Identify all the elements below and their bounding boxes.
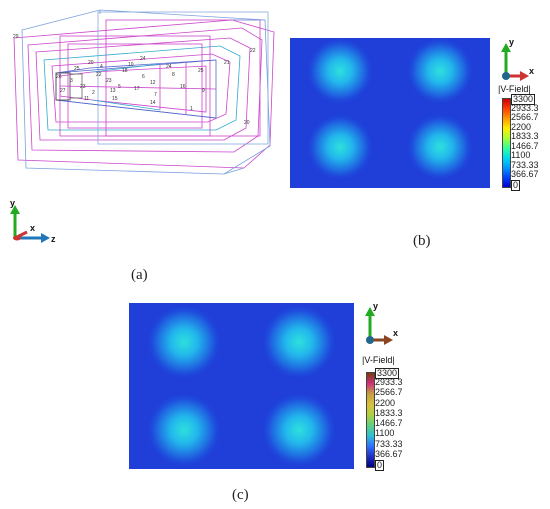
geometry-number-label: 2 bbox=[92, 90, 95, 96]
axes-triad-b: y x bbox=[501, 37, 534, 81]
geometry-number-label: 8 bbox=[172, 72, 175, 78]
geometry-number-label: 23 bbox=[106, 78, 112, 84]
geometry-number-label: 6 bbox=[142, 74, 145, 80]
colorbar-tick-label: 3300 bbox=[511, 94, 536, 105]
geometry-number-label: 22 bbox=[96, 72, 102, 78]
axis-y-label-b: y bbox=[509, 37, 514, 47]
field-hotspot bbox=[306, 113, 374, 181]
colorbar-tick-label: 2933.3 bbox=[511, 102, 539, 113]
field-plot-b bbox=[290, 38, 490, 188]
geometry-number-label: 21 bbox=[224, 60, 230, 66]
geometry-number-label: 18 bbox=[122, 68, 128, 74]
geometry-number-label: 9 bbox=[202, 88, 205, 94]
field-hotspot bbox=[406, 38, 474, 105]
geometry-number-label: 15 bbox=[112, 96, 118, 102]
colorbar-tick-label: 2933.3 bbox=[375, 377, 403, 388]
axis-x-label-c: x bbox=[393, 328, 398, 338]
axes-triad-a: y x z bbox=[10, 198, 56, 244]
axis-x-label-b: x bbox=[529, 66, 534, 76]
field-hotspot bbox=[261, 392, 337, 468]
field-hotspot bbox=[406, 113, 474, 181]
colorbar-tick-label: 1833.3 bbox=[511, 131, 539, 142]
geometry-number-label: 12 bbox=[150, 80, 156, 86]
field-hotspot bbox=[146, 304, 222, 380]
colorbar-tick-label: 1466.7 bbox=[511, 140, 539, 151]
axes-triad-c: y x bbox=[365, 301, 398, 345]
colorbar-tick-label: 2200 bbox=[511, 121, 532, 132]
colorbar-tick-label: 733.33 bbox=[511, 159, 539, 170]
geometry-number-label: 25 bbox=[74, 66, 80, 72]
geometry-number-label: 20 bbox=[88, 60, 94, 66]
colorbar-tick-label: 1100 bbox=[375, 428, 395, 439]
caption-c: (c) bbox=[232, 487, 249, 503]
colorbar-tick-label: 2566.7 bbox=[375, 387, 403, 398]
geometry-number-label: 29 bbox=[13, 34, 19, 40]
field-plot-c bbox=[129, 303, 354, 469]
colorbar-tick-label: 1833.3 bbox=[375, 407, 403, 418]
colorbar-tick-label: 366.67 bbox=[511, 169, 539, 180]
axis-x-label-a: x bbox=[30, 223, 35, 233]
geometry-number-label: 22 bbox=[250, 48, 256, 54]
axis-y-label-c: y bbox=[373, 301, 378, 311]
colorbar-tick-label: 1466.7 bbox=[375, 418, 403, 429]
geometry-number-label: 10 bbox=[128, 62, 134, 68]
colorbar-tick-label: 366.67 bbox=[375, 448, 403, 459]
field-hotspot bbox=[261, 304, 337, 380]
geometry-number-label: 16 bbox=[180, 84, 186, 90]
colorbar-title-c: |V-Field| bbox=[362, 355, 395, 365]
axis-z-label-a: z bbox=[51, 234, 56, 244]
geometry-number-label: 27 bbox=[60, 88, 66, 94]
geometry-number-label: 3 bbox=[70, 78, 73, 84]
colorbar-gradient-b bbox=[502, 98, 511, 188]
geometry-number-label: 26 bbox=[56, 74, 62, 80]
geometry-number-label: 7 bbox=[154, 92, 157, 98]
colorbar-gradient-c bbox=[366, 372, 375, 468]
colorbar-tick-label: 2566.7 bbox=[511, 112, 539, 123]
colorbar-tick-label: 0 bbox=[375, 460, 385, 471]
colorbar-tick-label: 2200 bbox=[375, 397, 396, 408]
geometry-number-label: 11 bbox=[84, 96, 89, 102]
geometry-number-label: 25 bbox=[198, 68, 204, 74]
geometry-number-label: 14 bbox=[150, 100, 156, 106]
caption-a: (a) bbox=[131, 267, 148, 283]
geometry-number-label: 17 bbox=[134, 86, 140, 92]
geometry-number-label: 4 bbox=[100, 64, 103, 70]
geometry-number-label: 24 bbox=[166, 64, 172, 70]
geometry-number-label: 23 bbox=[80, 84, 86, 90]
axis-y-label-a: y bbox=[10, 198, 15, 208]
geometry-number-label: 13 bbox=[110, 88, 116, 94]
caption-b: (b) bbox=[413, 233, 431, 249]
colorbar-title-b: |V-Field| bbox=[498, 84, 531, 94]
colorbar-tick-label: 1100 bbox=[511, 150, 531, 161]
geometry-number-label: 24 bbox=[140, 56, 146, 62]
colorbar-tick-label: 733.33 bbox=[375, 438, 403, 449]
field-hotspot bbox=[146, 392, 222, 468]
colorbar-tick-label: 3300 bbox=[375, 368, 400, 379]
geometry-number-label: 1 bbox=[190, 106, 193, 112]
geometry-number-label: 20 bbox=[244, 120, 250, 126]
colorbar-tick-label: 0 bbox=[511, 180, 521, 191]
field-hotspot bbox=[306, 38, 374, 105]
geometry-number-label: 5 bbox=[118, 84, 121, 90]
